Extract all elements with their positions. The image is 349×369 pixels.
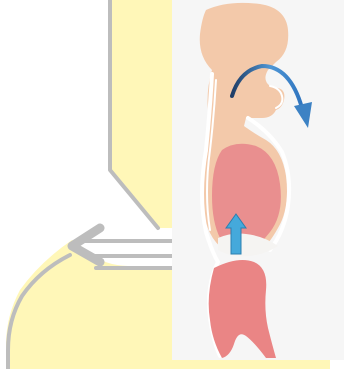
watermark-column <box>110 0 174 228</box>
chest-cavity <box>212 144 281 244</box>
